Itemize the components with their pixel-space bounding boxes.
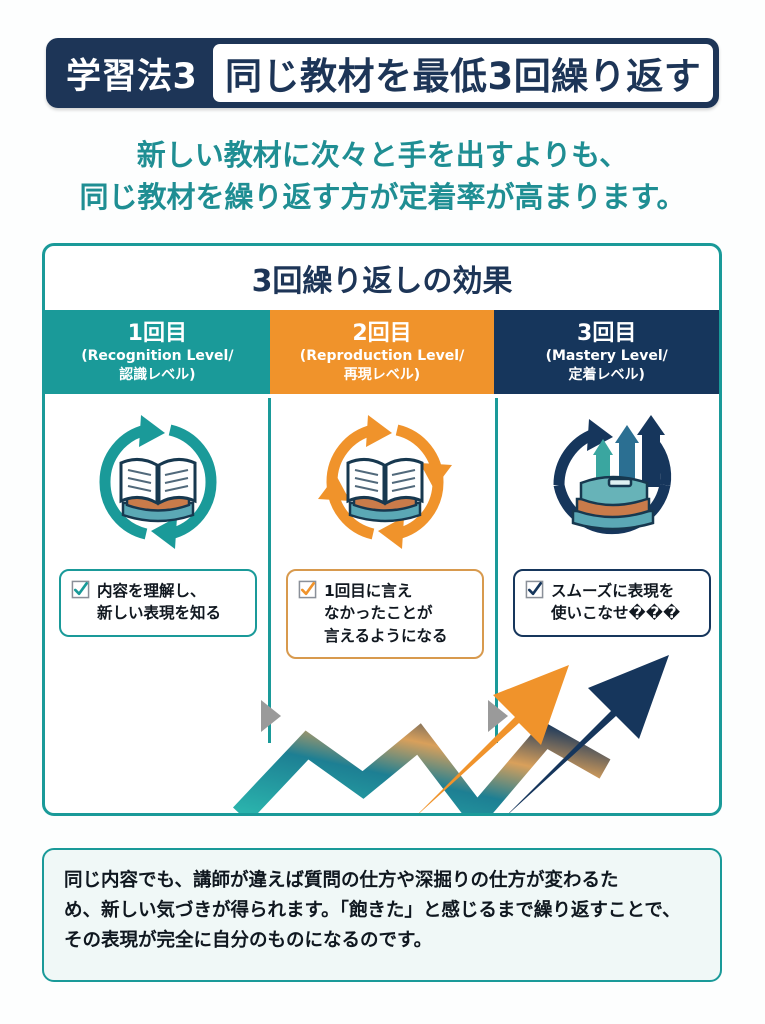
column-body-1: 内容を理解し、 新しい表現を知る	[45, 394, 271, 813]
step-arrow-2-icon	[488, 700, 508, 732]
column-body-2: 1回目に言え なかったことが 言えるようになる	[272, 394, 498, 813]
column-3-caption-line-2: 使いこなせ���	[551, 604, 681, 623]
banner-tag-label: 学習法3	[66, 56, 198, 97]
subtitle: 新しい教材に次々と手を出すよりも、 同じ教材を繰り返す方が定着率が高まります。	[0, 134, 765, 218]
column-1-level-en: (Recognition Level/	[81, 348, 234, 365]
column-divider-2	[495, 398, 498, 743]
column-1-caption: 内容を理解し、 新しい表現を知る	[59, 569, 257, 637]
column-3-number: 3回目	[577, 321, 637, 347]
zigzag-line	[232, 720, 611, 813]
note-line-1: 同じ内容でも、講師が違えば質問の仕方や深掘りの仕方が変わるた	[64, 870, 619, 891]
column-3-level-jp: 定着レベル)	[568, 367, 645, 384]
column-body-3: スムーズに表現を 使いこなせ���	[499, 394, 719, 813]
step-arrow-1-icon	[261, 700, 281, 732]
navy-rising-arrow	[509, 655, 669, 813]
subtitle-line-2: 同じ教材を繰り返す方が定着率が高まります。	[79, 180, 686, 215]
column-3-icon-wrap	[499, 394, 719, 569]
column-headers: 1回目 (Recognition Level/ 認識レベル) 2回目 (Repr…	[45, 310, 719, 394]
column-2-caption-line-3: 言えるようになる	[324, 626, 448, 645]
column-divider-1	[268, 398, 271, 743]
column-3-caption-text: スムーズに表現を 使いこなせ���	[551, 580, 680, 625]
bottom-note-text: 同じ内容でも、講師が違えば質問の仕方や深掘りの仕方が変わるた め、新しい気づきが…	[64, 866, 700, 956]
column-2-caption-line-1: 1回目に言え	[324, 582, 413, 600]
growth-chart-graphic	[232, 655, 669, 813]
column-2-level-jp: 再現レベル)	[343, 367, 421, 384]
column-header-1: 1回目 (Recognition Level/ 認識レベル)	[45, 310, 270, 394]
column-2-level-en: (Reproduction Level/	[299, 348, 465, 365]
column-2-caption-text: 1回目に言え なかったことが 言えるようになる	[324, 580, 448, 647]
column-3-caption-line-1: スムーズに表現を	[551, 582, 675, 600]
book-refresh-orange-icon	[318, 414, 452, 549]
book-growth-arrows-navy-icon	[553, 414, 672, 534]
card-title: 3回繰り返しの効果	[251, 264, 513, 299]
column-bodies: 内容を理解し、 新しい表現を知る	[45, 394, 719, 813]
column-3-caption: スムーズに表現を 使いこなせ���	[513, 569, 711, 637]
note-line-2: め、新しい気づきが得られます。「飽きた」と感じるまで繰り返すことで、	[64, 899, 681, 921]
column-1-caption-line-2: 新しい表現を知る	[97, 604, 222, 623]
book-refresh-teal-icon	[99, 414, 217, 549]
column-1-level-jp: 認識レベル)	[119, 367, 196, 384]
header-banner: 学習法3 同じ教材を最低3回繰り返す	[46, 38, 719, 108]
column-1-icon-wrap	[45, 394, 271, 569]
bottom-note: 同じ内容でも、講師が違えば質問の仕方や深掘りの仕方が変わるた め、新しい気づきが…	[42, 848, 722, 982]
column-1-caption-text: 内容を理解し、 新しい表現を知る	[97, 580, 221, 625]
effect-card: 3回繰り返しの効果 1回目 (Recognition Level/ 認識レベル)…	[42, 243, 722, 816]
subtitle-line-1: 新しい教材に次々と手を出すよりも、	[136, 138, 629, 172]
column-2-caption-line-2: なかったことが	[324, 604, 433, 623]
column-1-caption-line-1: 内容を理解し、	[97, 582, 206, 600]
checkbox-checked-teal-icon	[71, 580, 90, 599]
banner-title: 同じ教材を最低3回繰り返す	[213, 44, 713, 102]
checkbox-checked-navy-icon	[525, 580, 544, 599]
orange-rising-arrow	[419, 665, 569, 813]
column-2-caption: 1回目に言え なかったことが 言えるようになる	[286, 569, 484, 660]
column-2-icon-wrap	[272, 394, 498, 569]
column-3-level-en: (Mastery Level/	[545, 348, 668, 365]
column-header-3: 3回目 (Mastery Level/ 定着レベル)	[494, 310, 719, 394]
note-line-3: その表現が完全に自分のものになるのです。	[64, 929, 433, 951]
checkbox-checked-orange-icon	[298, 580, 317, 599]
column-2-number: 2回目	[352, 321, 412, 347]
column-1-number: 1回目	[127, 321, 187, 347]
column-header-2: 2回目 (Reproduction Level/ 再現レベル)	[269, 310, 495, 394]
